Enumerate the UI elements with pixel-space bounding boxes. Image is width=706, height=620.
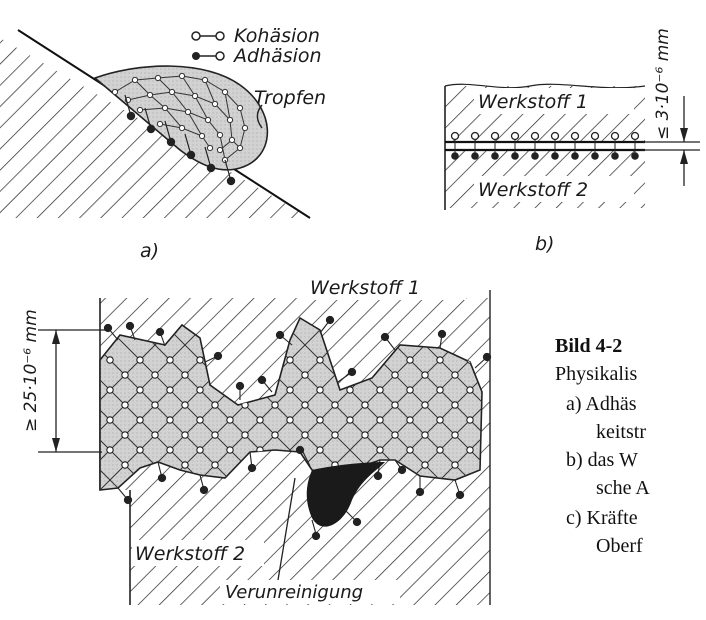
caption-line-3: keitstr [596,421,646,443]
panel-c-werkstoff1-label: Werkstoff 1 [310,277,420,299]
legend-adhaesion-label: Adhäsion [232,45,322,67]
figure-caption: Bild 4-2 Physikalis a) Adhäs keitstr b) … [555,335,650,557]
panel-b-werkstoff1-label: Werkstoff 1 [478,91,588,113]
panel-c-adhesion-upper [103,315,492,400]
caption-line-2: a) Adhäs [566,393,637,415]
panel-a: Tropfen a) [0,29,326,262]
caption-line-6: c) Kräfte [566,507,638,529]
verunreinigung-leader [277,477,296,581]
caption-line-4: b) das W [566,449,638,471]
panel-c-contamination-bonds [295,445,362,541]
panel-b-werkstoff2-label: Werkstoff 2 [478,179,588,201]
contamination-blob [306,462,385,527]
panel-a-caption: a) [140,240,159,262]
adhaesion-symbol [192,51,225,61]
panel-c: Werkstoff 1 Werkstoff 2 Verunreinigung ≥… [21,274,492,605]
tropfen-leader [256,104,263,129]
panel-b-dimension [640,96,700,186]
panel-c-werkstoff2-label: Werkstoff 2 [135,543,245,565]
gap-region [99,316,483,491]
panel-b-bonds [454,139,636,153]
panel-a-adhesion-bonds [124,94,236,186]
panel-c-adhesion-lower [117,451,465,505]
tropfen-label: Tropfen [254,87,326,109]
caption-line-5: sche A [596,477,650,499]
legend: Kohäsion Adhäsion [191,25,322,67]
panel-b: Werkstoff 1 Werkstoff 2 ≤ 3·10⁻⁶ mm b) [444,28,700,255]
legend-kohaesion-label: Kohäsion [234,25,320,47]
panel-b-open-circles [450,131,640,141]
panel-b-filled-circles [451,152,639,160]
panel-b-caption: b) [535,233,554,255]
panel-b-dimension-label: ≤ 3·10⁻⁶ mm [653,28,673,140]
panel-c-dimension [38,329,108,453]
caption-line-7: Oberf [596,535,643,557]
verunreinigung-label: Verunreinigung [225,582,363,603]
caption-line-1: Physikalis [555,363,637,385]
panel-c-dimension-label: ≥ 25·10⁻⁶ mm [21,309,41,432]
kohaesion-symbol [191,31,225,41]
caption-title: Bild 4-2 [555,335,622,357]
